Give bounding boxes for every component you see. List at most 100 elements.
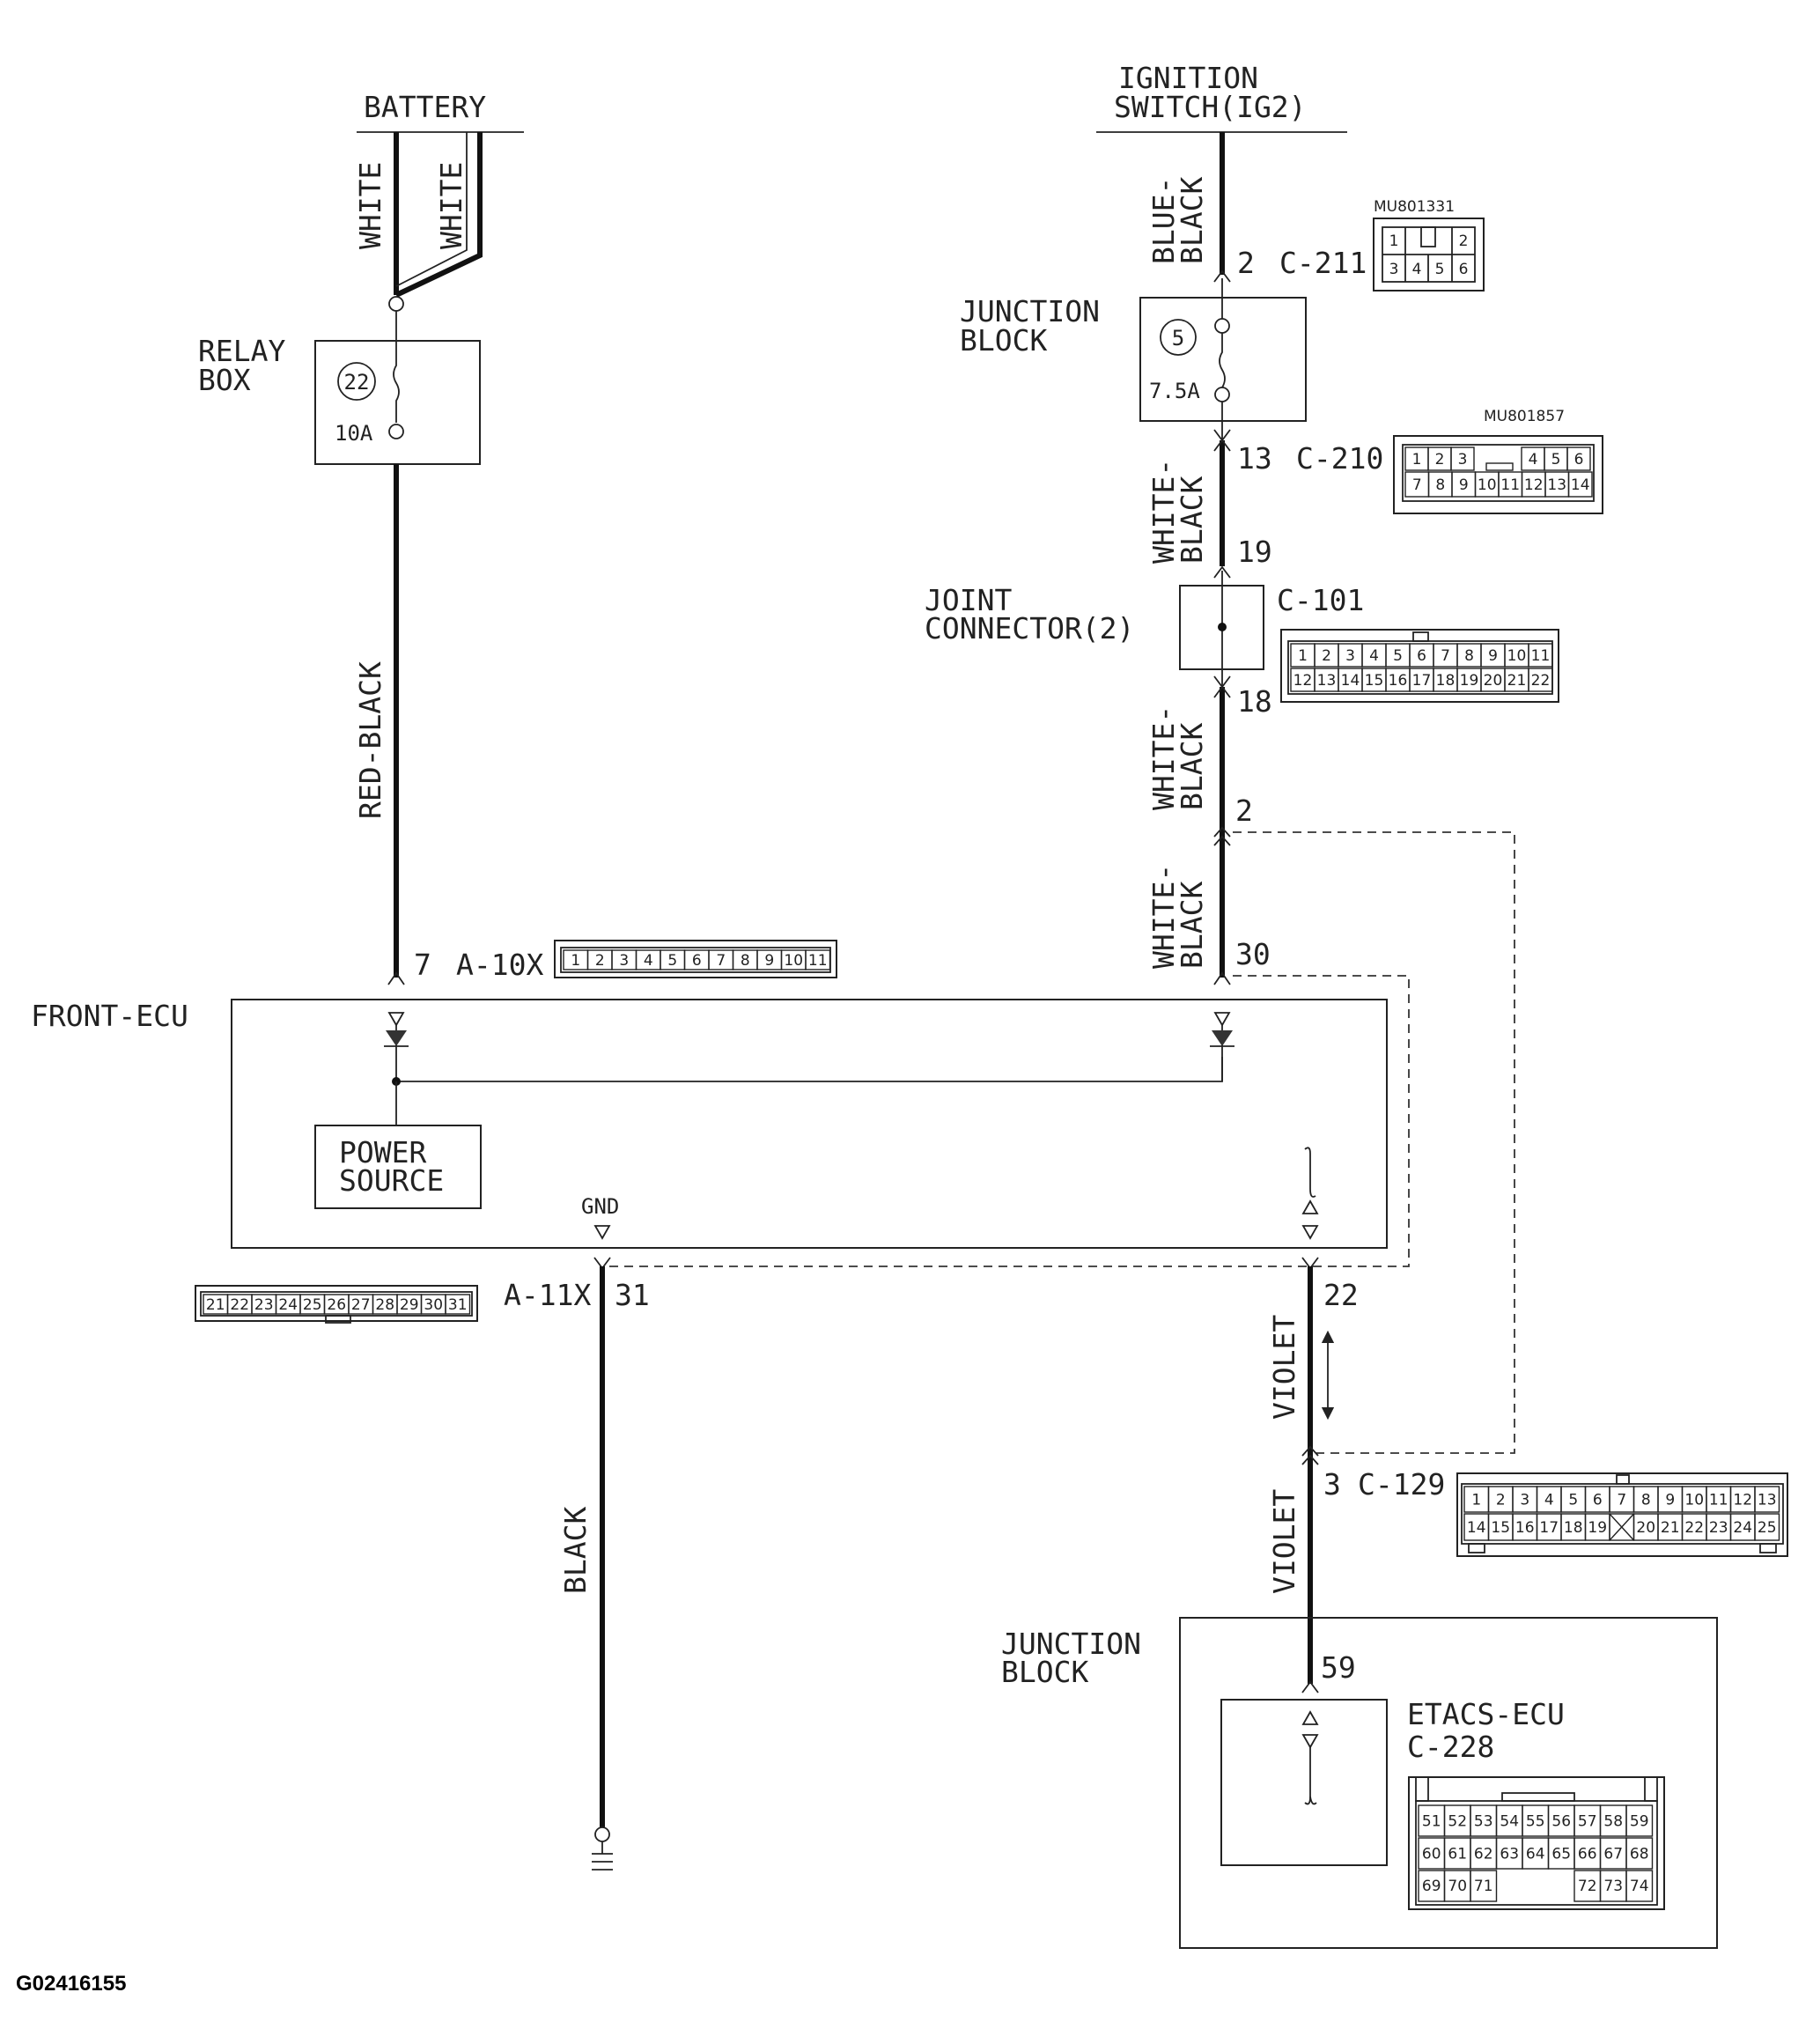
black-ground-wire: BLACK (558, 1257, 613, 1871)
connector-pin-label: 2 (595, 952, 605, 970)
connector-pin-label: 14 (1467, 1519, 1486, 1537)
junction-block-top: JUNCTION BLOCK 5 7.5A (960, 278, 1307, 442)
wire-label-wb-c-1: WHITE- (1146, 864, 1181, 969)
joint-connector-id: C-101 (1277, 583, 1364, 617)
connector-pin-label: 8 (741, 952, 750, 970)
etacs-ecu-label: ETACS-ECU (1407, 1697, 1565, 1731)
white-black-wire-a: 13 C-210 WHITE- BLACK 19 (1146, 439, 1383, 579)
connector-pin-label: 29 (400, 1296, 419, 1314)
shield-dashed-line-inner (608, 975, 1410, 1267)
connector-pin-label: 63 (1500, 1846, 1519, 1863)
connector-pin-label: 1 (571, 952, 580, 970)
connector-pin-label: 4 (1412, 261, 1422, 278)
junction-fuse-rating: 7.5A (1149, 379, 1200, 403)
wire-label-blue-black-2: BLACK (1175, 177, 1209, 264)
junction-block-bottom-label-line1: JUNCTION (1001, 1627, 1141, 1661)
connector-pin-label: 1 (1298, 647, 1308, 665)
connector-mu801331-part: MU801331 (1374, 198, 1455, 216)
connector-pin-label: 19 (1588, 1519, 1607, 1537)
connector-pin-label: 12 (1733, 1491, 1752, 1509)
gnd-label: GND (581, 1194, 619, 1219)
connector-pin-label: 59 (1630, 1813, 1649, 1831)
connector-pin-label: 25 (1758, 1519, 1777, 1537)
connector-pin-label: 8 (1435, 476, 1445, 494)
pin-2-number: 2 (1235, 793, 1253, 828)
connector-pin-label: 5 (667, 952, 677, 970)
connector-pin-label: 9 (1488, 647, 1498, 665)
blank-pin-mark (1609, 1513, 1635, 1541)
connector-pin-cell (1625, 1804, 1654, 1837)
connector-pin-label: 4 (1529, 451, 1538, 469)
connector-pin-label: 62 (1474, 1846, 1493, 1863)
connector-pin-label: 20 (1636, 1519, 1655, 1537)
connector-pin-label: 73 (1603, 1878, 1623, 1895)
connector-pin-label: 17 (1412, 672, 1432, 690)
connector-pin-label: 7 (1412, 476, 1422, 494)
front-ecu-label: FRONT-ECU (31, 999, 188, 1033)
connector-pin-label: 26 (327, 1296, 346, 1314)
connector-pin-label: 10 (1478, 476, 1497, 494)
connector-a11x-id: A-11X (504, 1278, 591, 1312)
connector-pin-label: 74 (1630, 1878, 1649, 1895)
connector-pin-label: 8 (1464, 647, 1474, 665)
connector-pin-label: 69 (1422, 1878, 1441, 1895)
connector-pin-cell (1625, 1837, 1654, 1870)
connector-pin-label: 65 (1551, 1846, 1571, 1863)
connector-pin-cell (1566, 446, 1591, 471)
ignition-source: IGNITION SWITCH(IG2) (1096, 61, 1347, 133)
connector-pin-label: 10 (1507, 647, 1527, 665)
connector-pin-label: 22 (1684, 1519, 1704, 1537)
connector-pin-label: 57 (1578, 1813, 1597, 1831)
connector-pin-label: 68 (1630, 1846, 1649, 1863)
wire-label-violet-upper: VIOLET (1267, 1315, 1301, 1420)
connector-pin-label: 16 (1515, 1519, 1535, 1537)
connector-pin-label: 71 (1474, 1878, 1493, 1895)
connector-pin-label: 15 (1365, 672, 1384, 690)
connector-pin-label: 64 (1526, 1846, 1545, 1863)
connector-pin-label: 53 (1474, 1813, 1493, 1831)
ignition-label-line1: IGNITION (1118, 61, 1258, 95)
connector-mu801857-part: MU801857 (1484, 408, 1565, 425)
white-black-wire-b: 18 WHITE- BLACK 2 WHITE- BLACK 30 (1146, 684, 1272, 985)
connector-pin-label: 2 (1496, 1491, 1506, 1509)
connector-pin-label: 16 (1389, 672, 1408, 690)
connector-pin-label: 6 (1417, 647, 1426, 665)
connector-pin-label: 23 (1709, 1519, 1728, 1537)
connector-pin-label: 3 (1520, 1491, 1529, 1509)
connector-pin-label: 55 (1526, 1813, 1545, 1831)
connector-pin-label: 30 (424, 1296, 443, 1314)
connector-pin-label: 70 (1448, 1878, 1467, 1895)
white-wires: WHITE WHITE (353, 132, 483, 298)
connector-pin-cell (1450, 446, 1475, 471)
connector-pin-label: 21 (206, 1296, 225, 1314)
connector-pin-label: 10 (1684, 1491, 1704, 1509)
connector-pin-label: 27 (351, 1296, 371, 1314)
connector-pin-cell (1528, 643, 1553, 668)
pin-30-number: 30 (1235, 937, 1271, 971)
connector-pin-label: 54 (1500, 1813, 1519, 1831)
connector-pin-label: 12 (1524, 476, 1544, 494)
connector-pin-label: 9 (764, 952, 774, 970)
connector-pin-label: 14 (1571, 476, 1590, 494)
connector-pin-cell (1625, 1870, 1654, 1902)
joint-connector: JOINT CONNECTOR(2) C-101 (925, 571, 1364, 689)
connector-pin-label: 2 (1435, 451, 1445, 469)
pin-c129-number: 3 (1323, 1467, 1341, 1502)
wire-label-wb-b-2: BLACK (1175, 723, 1209, 810)
pin-18-number: 18 (1237, 684, 1272, 719)
connector-pin-label: 20 (1484, 672, 1503, 690)
connector-pin-label: 11 (1531, 647, 1551, 665)
connector-pin-cell (1754, 1513, 1780, 1541)
connector-pin-label: 17 (1539, 1519, 1559, 1537)
connector-pin-label: 11 (1500, 476, 1520, 494)
connector-pin-label: 56 (1551, 1813, 1571, 1831)
connector-pin-label: 3 (1389, 261, 1399, 278)
connector-pin-label: 7 (1617, 1491, 1626, 1509)
connector-pin-label: 3 (1458, 451, 1468, 469)
relay-box: RELAY BOX 22 10A (198, 296, 481, 465)
connector-pin-label: 13 (1317, 672, 1337, 690)
connector-pin-label: 3 (1345, 647, 1355, 665)
connector-pin-label: 6 (1574, 451, 1584, 469)
